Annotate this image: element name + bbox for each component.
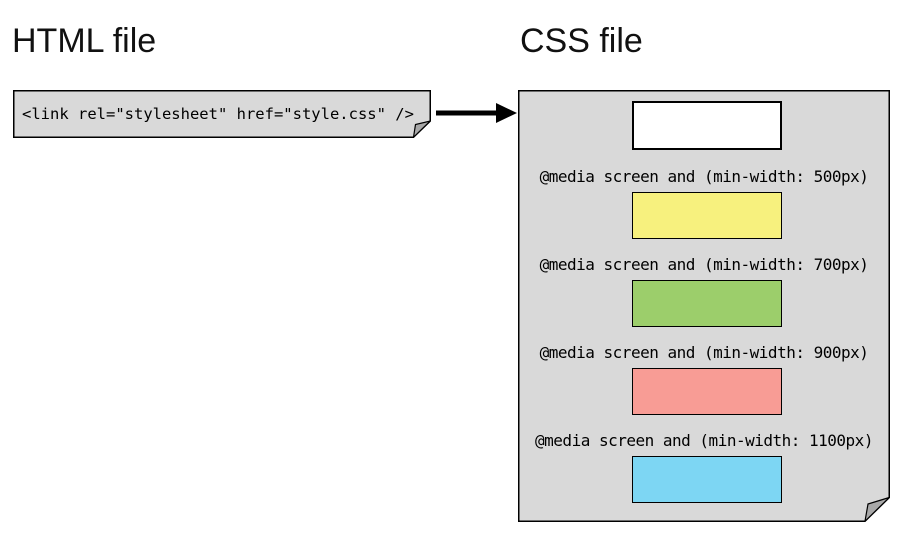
folded-corner-icon — [864, 496, 890, 522]
media-query-label-1100px: @media screen and (min-width: 1100px) — [535, 431, 873, 450]
media-query-swatch-700px — [632, 280, 782, 327]
css-file-title: CSS file — [520, 22, 643, 60]
html-file-title: HTML file — [12, 22, 157, 60]
paper-sheet-shape — [13, 90, 431, 138]
default-style-swatch — [632, 101, 782, 150]
media-query-swatch-900px — [632, 368, 782, 415]
arrow-right-icon — [436, 103, 517, 123]
media-query-swatch-1100px — [632, 456, 782, 503]
css-file-paper: @media screen and (min-width: 500px) @me… — [518, 90, 890, 522]
media-query-label-500px: @media screen and (min-width: 500px) — [539, 167, 869, 186]
media-query-label-700px: @media screen and (min-width: 700px) — [539, 255, 869, 274]
arrow-head — [496, 103, 517, 123]
html-file-paper: <link rel="stylesheet" href="style.css" … — [13, 90, 431, 138]
link-tag-code: <link rel="stylesheet" href="style.css" … — [22, 105, 414, 123]
folded-corner-icon — [412, 120, 431, 138]
media-query-label-900px: @media screen and (min-width: 900px) — [539, 343, 869, 362]
media-query-swatch-500px — [632, 192, 782, 239]
